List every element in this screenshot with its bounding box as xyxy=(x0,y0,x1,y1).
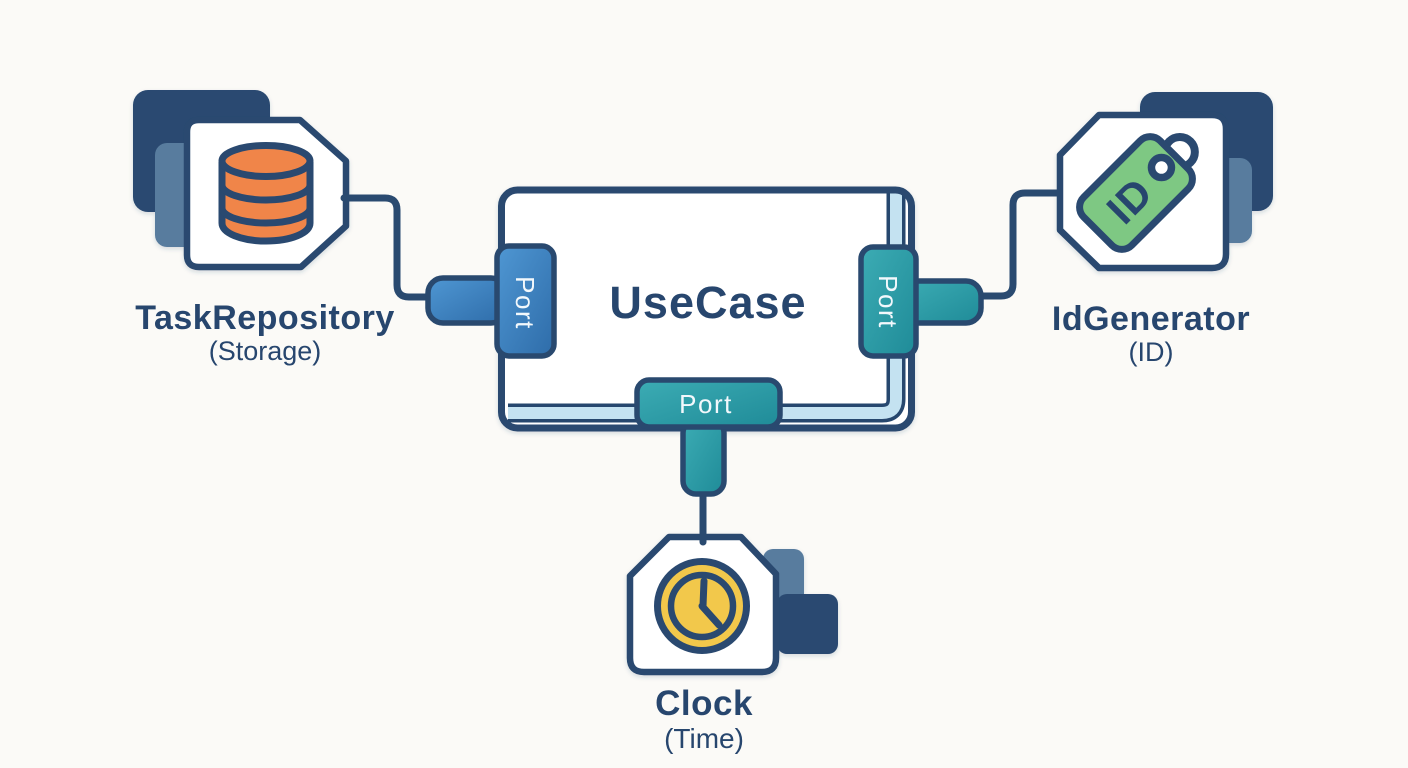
usecase-box-fill xyxy=(501,190,912,428)
left-adapter-type: (Storage) xyxy=(208,336,322,366)
clock-adapter-type: (Time) xyxy=(664,723,744,754)
clock-icon xyxy=(654,558,750,654)
bottom-plug xyxy=(680,417,727,497)
left-adapter-group xyxy=(133,90,350,271)
port-right-label: Port xyxy=(873,275,903,329)
id-tag-icon xyxy=(1076,132,1199,253)
port-bottom-tab xyxy=(634,377,783,430)
port-bottom-label: Port xyxy=(679,389,733,419)
port-left-label: Port xyxy=(510,276,540,330)
left-adapter-name: TaskRepository xyxy=(135,299,395,337)
right-adapter-name: IdGenerator xyxy=(1051,300,1251,338)
port-left-tab xyxy=(494,243,557,359)
clock-panel-back xyxy=(777,594,838,654)
connector-right xyxy=(974,189,1062,300)
clock-adapter-name: Clock xyxy=(655,684,753,723)
clock-adapter-group xyxy=(626,533,838,676)
port-right-tab xyxy=(858,244,919,359)
connector-left xyxy=(340,194,436,301)
usecase-title: UseCase xyxy=(609,277,807,328)
right-adapter-type: (ID) xyxy=(1128,337,1174,367)
database-icon xyxy=(218,142,314,245)
inner-pipe-highlight xyxy=(508,193,902,419)
right-adapter-group xyxy=(1056,92,1273,272)
